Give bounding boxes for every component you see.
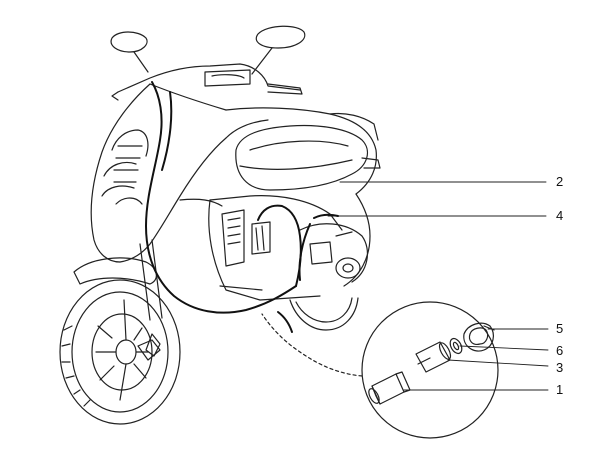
part-1-connector bbox=[368, 371, 411, 405]
callout-2: 2 bbox=[556, 174, 563, 189]
engine-unit bbox=[299, 223, 369, 283]
callout-5: 5 bbox=[556, 321, 563, 336]
front-wheel bbox=[59, 279, 181, 425]
part-3-sleeve bbox=[415, 341, 452, 373]
callout-3: 3 bbox=[556, 360, 563, 375]
rear-wheel bbox=[289, 297, 359, 331]
right-mirror bbox=[251, 25, 306, 75]
callout-4: 4 bbox=[556, 208, 563, 223]
brake-caliper bbox=[137, 339, 161, 361]
detail-inset bbox=[261, 301, 499, 439]
handlebar bbox=[111, 63, 303, 101]
callout-labels: 2 4 5 6 3 1 bbox=[556, 174, 563, 397]
front-fairing bbox=[90, 83, 227, 263]
cable-harness bbox=[144, 81, 339, 333]
callout-6: 6 bbox=[556, 343, 563, 358]
left-mirror bbox=[110, 31, 149, 73]
rear-body bbox=[225, 107, 381, 287]
seat bbox=[235, 124, 369, 191]
side-panel bbox=[179, 195, 343, 301]
part-6-washer bbox=[449, 337, 463, 355]
leader-lines bbox=[327, 181, 549, 391]
callout-1: 1 bbox=[556, 382, 563, 397]
